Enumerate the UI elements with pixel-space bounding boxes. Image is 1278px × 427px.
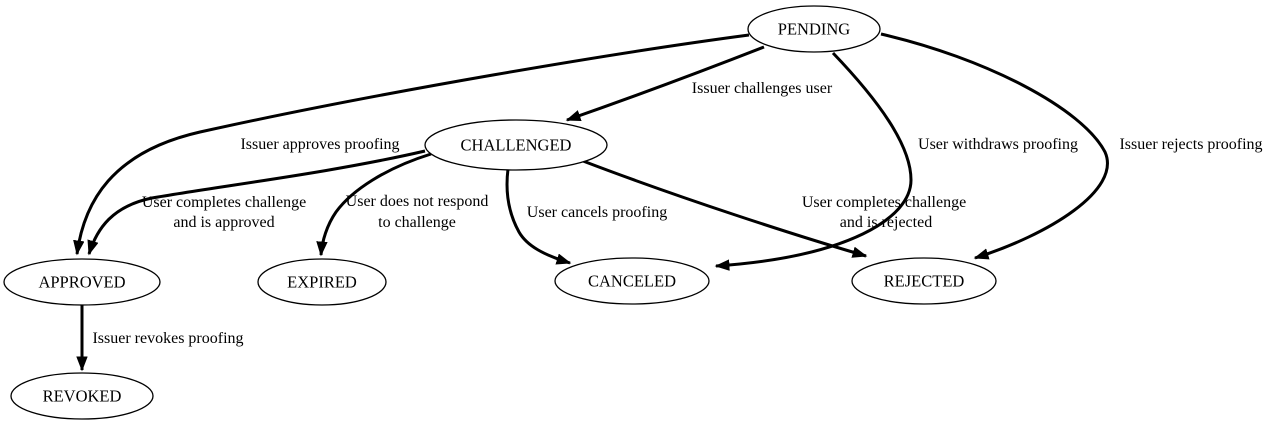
state-ellipse-canceled (554, 257, 710, 305)
edge-challenged-to-approved (89, 149, 426, 254)
state-node-pending: PENDING (747, 5, 881, 53)
state-ellipse-approved (3, 258, 161, 306)
edge-pending-to-rejected (880, 32, 1109, 260)
state-ellipse-revoked (10, 372, 154, 420)
edge-label-challenged-to-approved: User completes challenge (142, 194, 306, 211)
edge-label-approved-to-revoked: Issuer revokes proofing (92, 330, 243, 347)
edge-label-pending-to-canceled: User withdraws proofing (918, 136, 1078, 153)
state-label-pending: PENDING (778, 20, 850, 39)
state-label-rejected: REJECTED (884, 272, 965, 291)
state-label-expired: EXPIRED (287, 273, 357, 292)
edge-label-challenged-to-rejected: and is rejected (840, 214, 932, 231)
state-node-canceled: CANCELED (554, 257, 710, 305)
state-label-challenged: CHALLENGED (461, 136, 572, 155)
state-node-revoked: REVOKED (10, 372, 154, 420)
edge-label-challenged-to-canceled: User cancels proofing (527, 204, 667, 221)
edge-label-challenged-to-rejected: User completes challenge (802, 194, 966, 211)
edge-label-pending-to-approved: Issuer approves proofing (240, 136, 399, 153)
state-ellipse-rejected (851, 257, 997, 305)
edge-label-pending-to-challenged: Issuer challenges user (692, 80, 833, 97)
edge-challenged-to-canceled (505, 168, 570, 263)
state-label-revoked: REVOKED (43, 387, 122, 406)
edge-label-challenged-to-approved: and is approved (173, 214, 274, 231)
edges-layer (77, 32, 1109, 370)
state-node-expired: EXPIRED (257, 258, 387, 306)
edge-challenged-to-expired (321, 152, 432, 255)
state-ellipse-pending (747, 5, 881, 53)
state-ellipse-expired (257, 258, 387, 306)
edge-pending-to-challenged (567, 45, 765, 122)
edge-label-pending-to-rejected: Issuer rejects proofing (1119, 136, 1262, 153)
state-ellipse-challenged (424, 119, 608, 171)
edge-label-challenged-to-expired: to challenge (378, 214, 456, 231)
nodes-layer: PENDING CHALLENGED APPROVED EXPIRED CANCELED… (3, 5, 997, 420)
state-label-approved: APPROVED (38, 273, 125, 292)
state-node-rejected: REJECTED (851, 257, 997, 305)
edge-pending-to-approved (77, 33, 750, 254)
edge-label-challenged-to-expired: User does not respond (346, 193, 489, 210)
state-node-challenged: CHALLENGED (424, 119, 608, 171)
state-label-canceled: CANCELED (588, 272, 676, 291)
state-node-approved: APPROVED (3, 258, 161, 306)
edge-pending-to-canceled (716, 51, 913, 266)
edge-challenged-to-rejected (582, 159, 866, 256)
